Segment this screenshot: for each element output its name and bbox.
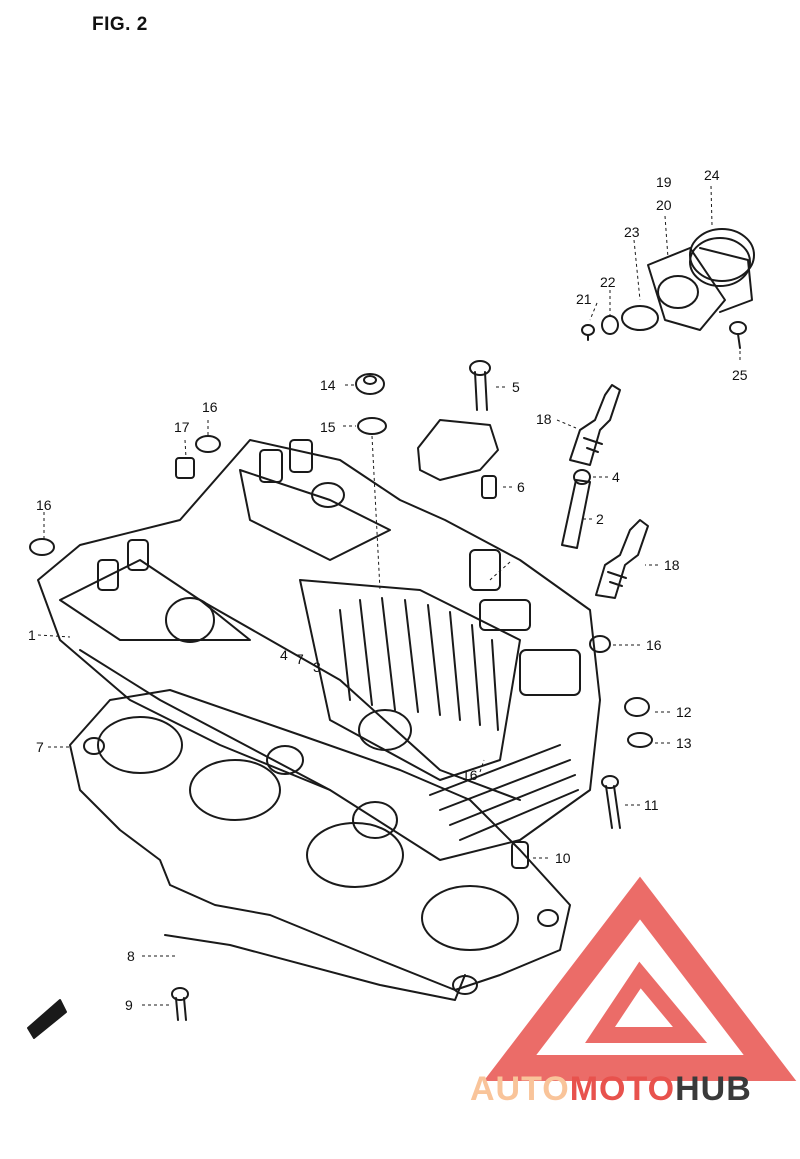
callout-1: 1	[28, 627, 36, 643]
screw-21	[581, 324, 595, 341]
dowel-pin-10	[511, 841, 529, 869]
callout-3: 3	[313, 659, 321, 675]
plug-17	[175, 457, 195, 479]
callout-11: 11	[644, 797, 659, 813]
cylinder-head	[37, 439, 601, 861]
callout-2: 2	[596, 511, 604, 527]
watermark-auto: AUTO	[470, 1070, 570, 1108]
callout-6: 6	[517, 479, 525, 495]
callout-25: 25	[732, 367, 748, 383]
o-ring	[621, 305, 659, 331]
nut-12	[624, 697, 650, 717]
watermark-moto: MOTO	[569, 1070, 676, 1108]
callout-18-upper: 18	[536, 411, 552, 427]
callout-7-left: 7	[36, 739, 44, 755]
nut-14	[355, 373, 385, 395]
callout-14: 14	[320, 377, 336, 393]
dowel-pin-6	[481, 475, 497, 499]
callout-16-bottom: 16	[462, 767, 478, 783]
callout-9: 9	[125, 997, 133, 1013]
spark-plug-upper	[569, 384, 621, 466]
callout-23: 23	[624, 224, 640, 240]
callout-20: 20	[656, 197, 672, 213]
callout-7-center: 7	[296, 651, 304, 667]
bolt-9	[171, 987, 189, 1021]
callout-15: 15	[320, 419, 336, 435]
callout-21: 21	[576, 291, 592, 307]
tube-2	[561, 479, 591, 549]
washer-15	[357, 417, 387, 435]
cap-16-a	[195, 435, 221, 453]
watermark-text: AUTOMOTOHUB	[470, 1070, 752, 1109]
washer	[601, 315, 619, 335]
front-arrow-icon	[27, 999, 67, 1039]
intake-holder	[647, 237, 753, 331]
callout-18-lower: 18	[664, 557, 680, 573]
watermark-logo	[483, 876, 797, 1081]
plug-4	[573, 469, 591, 485]
callout-10: 10	[555, 850, 571, 866]
bolt-11	[601, 775, 621, 829]
bolt-5	[469, 360, 491, 411]
leader-lines	[37, 185, 741, 1006]
callout-12: 12	[676, 704, 692, 720]
callout-17: 17	[174, 419, 190, 435]
callout-13: 13	[676, 735, 692, 751]
callout-16-right: 16	[646, 637, 662, 653]
callout-16-top: 16	[202, 399, 218, 415]
washer-13	[627, 732, 653, 748]
cap-16-b	[29, 538, 55, 556]
spark-plug-lower	[595, 519, 649, 599]
callout-4-center: 4	[280, 647, 288, 663]
watermark-hub: HUB	[675, 1070, 752, 1108]
figure-title: FIG. 2	[92, 14, 148, 35]
callout-22: 22	[600, 274, 616, 290]
callout-4-right: 4	[612, 469, 620, 485]
hose-clamp	[689, 228, 755, 282]
callout-16-left: 16	[36, 497, 52, 513]
screw-25	[729, 321, 747, 349]
callout-19: 19	[656, 174, 672, 190]
callout-5: 5	[512, 379, 520, 395]
head-gasket	[69, 689, 571, 1001]
callout-24: 24	[704, 167, 720, 183]
cap-16-c	[589, 635, 611, 653]
callout-8: 8	[127, 948, 135, 964]
camshaft-cap	[417, 419, 499, 481]
